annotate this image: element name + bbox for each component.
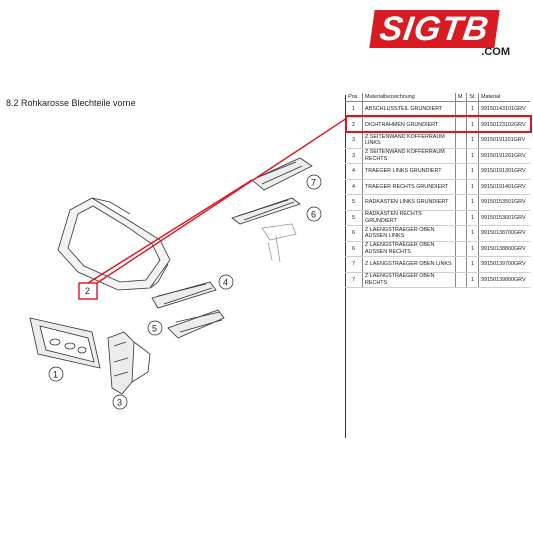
section-title: 8.2 Rohkarosse Blechteile vorne [6,98,136,108]
table-row[interactable]: 7 Z LAENGSTRAEGER OBEN RECHTS 1 99150139… [345,272,530,288]
cell-pos: 3 [345,132,363,149]
cell-me [455,256,467,273]
cell-description: TRAEGER LINKS GRUNDIERT [362,163,456,180]
callout-5: 5 [147,320,163,336]
cell-description: Z LAENGSTRAEGER OBEN AUSSEN LINKS [362,225,456,242]
part-bracket-small [261,223,297,263]
highlight-callout-2 [78,118,345,300]
cell-description: Z LAENGSTRAEGER OBEN RECHTS [362,272,456,288]
cell-qty: 1 [466,179,479,195]
cell-pos: 7 [345,272,363,288]
table-row[interactable]: 5 RADKASTEN RECHTS GRUNDIERT 1 991501536… [345,210,530,226]
svg-text:7: 7 [311,178,316,188]
part-abschlussteil-1 [29,317,101,369]
cell-material: 99150153501GRV [478,194,530,211]
cell-qty: 1 [466,210,479,226]
cell-description: Z LAENGSTRAEGER OBEN LINKS [362,256,456,273]
cell-qty: 1 [466,194,479,211]
cell-me [455,210,467,226]
header-material: Material [478,93,530,102]
table-row[interactable]: 1 ABSCHLUSSTEIL GRUNDIERT 1 99150143101G… [345,101,530,118]
callout-1: 1 [48,366,64,382]
cell-pos: 3 [345,148,363,164]
part-laengstraeger-oben-7 [251,157,313,191]
cell-me [455,272,467,288]
table-row[interactable]: 3 Z SEITENWAND KOFFERRAUM LINKS 1 991501… [345,132,530,149]
cell-qty: 1 [466,225,479,242]
cell-material: 99150191101GRV [478,132,530,149]
parts-table: Pos. Materialbezeichnung M St. Material … [345,93,530,288]
cell-me [455,194,467,211]
cell-pos: 6 [345,241,363,257]
cell-pos: 5 [345,194,363,211]
exploded-parts-diagram: 1 2 3 4 5 6 7 [29,118,345,410]
table-row[interactable]: 5 RADKASTEN LINKS GRUNDIERT 1 9915015350… [345,194,530,211]
cell-material: 99150153601GRV [478,210,530,226]
cell-qty: 1 [466,241,479,257]
part-dichtrahmen [57,197,171,291]
cell-qty: 1 [466,148,479,164]
svg-text:2: 2 [85,286,90,296]
table-body: 1 ABSCHLUSSTEIL GRUNDIERT 1 99150143101G… [345,101,530,288]
svg-text:3: 3 [117,398,122,408]
svg-text:4: 4 [223,278,228,288]
cell-pos: 5 [345,210,363,226]
table-row[interactable]: 3 Z SEITENWAND KOFFERRAUM RECHTS 1 99150… [345,148,530,164]
part-seitenwand-3 [107,331,151,395]
cell-material: 99150138800GRV [478,241,530,257]
header-pos: Pos. [345,93,363,102]
svg-text:5: 5 [152,324,157,334]
brand-name: SIGTB [369,10,500,48]
cell-me [455,163,467,180]
cell-qty: 1 [466,132,479,149]
callout-3: 3 [112,394,128,410]
part-traeger-4 [151,281,217,309]
cell-description: RADKASTEN LINKS GRUNDIERT [362,194,456,211]
svg-text:1: 1 [53,370,58,380]
cell-pos: 7 [345,256,363,273]
cell-qty: 1 [466,163,479,180]
callout-6: 6 [306,206,322,222]
cell-description: Z LAENGSTRAEGER OBEN AUSSEN RECHTS [362,241,456,257]
callout-4: 4 [218,274,234,290]
cell-description: Z SEITENWAND KOFFERRAUM LINKS [362,132,456,149]
cell-material: 99150191201GRV [478,148,530,164]
header-qty: St. [466,93,479,102]
cell-pos: 4 [345,163,363,180]
cell-material: 99150138700GRV [478,225,530,242]
selected-row-highlight [345,115,532,133]
cell-pos: 4 [345,179,363,195]
brand-domain: .COM [481,46,510,58]
cell-me [455,179,467,195]
cell-description: RADKASTEN RECHTS GRUNDIERT [362,210,456,226]
cell-pos: 6 [345,225,363,242]
cell-me [455,225,467,242]
callout-7: 7 [306,174,322,190]
cell-description: TRAEGER RECHTS GRUNDIERT [362,179,456,195]
cell-me [455,148,467,164]
part-radkasten-5 [167,309,225,339]
table-header-row: Pos. Materialbezeichnung M St. Material [345,93,530,102]
cell-material: 99150191301GRV [478,163,530,180]
cell-material: 99150191401GRV [478,179,530,195]
cell-material: 99150139800GRV [478,272,530,288]
svg-text:6: 6 [311,210,316,220]
cell-qty: 1 [466,272,479,288]
header-me: M [455,93,467,102]
table-row[interactable]: 7 Z LAENGSTRAEGER OBEN LINKS 1 991501397… [345,256,530,273]
table-row[interactable]: 6 Z LAENGSTRAEGER OBEN AUSSEN RECHTS 1 9… [345,241,530,257]
cell-qty: 1 [466,256,479,273]
brand-logo[interactable]: SIGTB .COM [368,10,518,58]
cell-material: 99150139700GRV [478,256,530,273]
table-row[interactable]: 4 TRAEGER LINKS GRUNDIERT 1 99150191301G… [345,163,530,180]
table-row[interactable]: 4 TRAEGER RECHTS GRUNDIERT 1 99150191401… [345,179,530,195]
part-laengstraeger-aussen-6 [231,197,301,225]
cell-description: Z SEITENWAND KOFFERRAUM RECHTS [362,148,456,164]
header-description: Materialbezeichnung [362,93,456,102]
cell-me [455,132,467,149]
cell-me [455,241,467,257]
table-row[interactable]: 6 Z LAENGSTRAEGER OBEN AUSSEN LINKS 1 99… [345,225,530,242]
callout-2: 2 [85,286,90,296]
